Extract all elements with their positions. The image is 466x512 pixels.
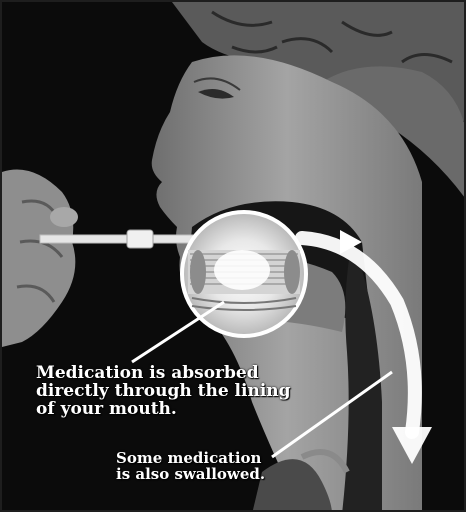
swallowed-caption: Some medication is also swallowed. — [116, 450, 316, 482]
absorbed-caption-line3: of your mouth. — [36, 399, 177, 419]
swallowed-caption-line2: is also swallowed. — [116, 465, 265, 483]
absorbed-caption: Medication is absorbed directly through … — [36, 364, 296, 418]
absorbed-caption-line2: directly through the lining — [36, 381, 291, 401]
absorbed-caption-line1: Medication is absorbed — [36, 363, 259, 383]
